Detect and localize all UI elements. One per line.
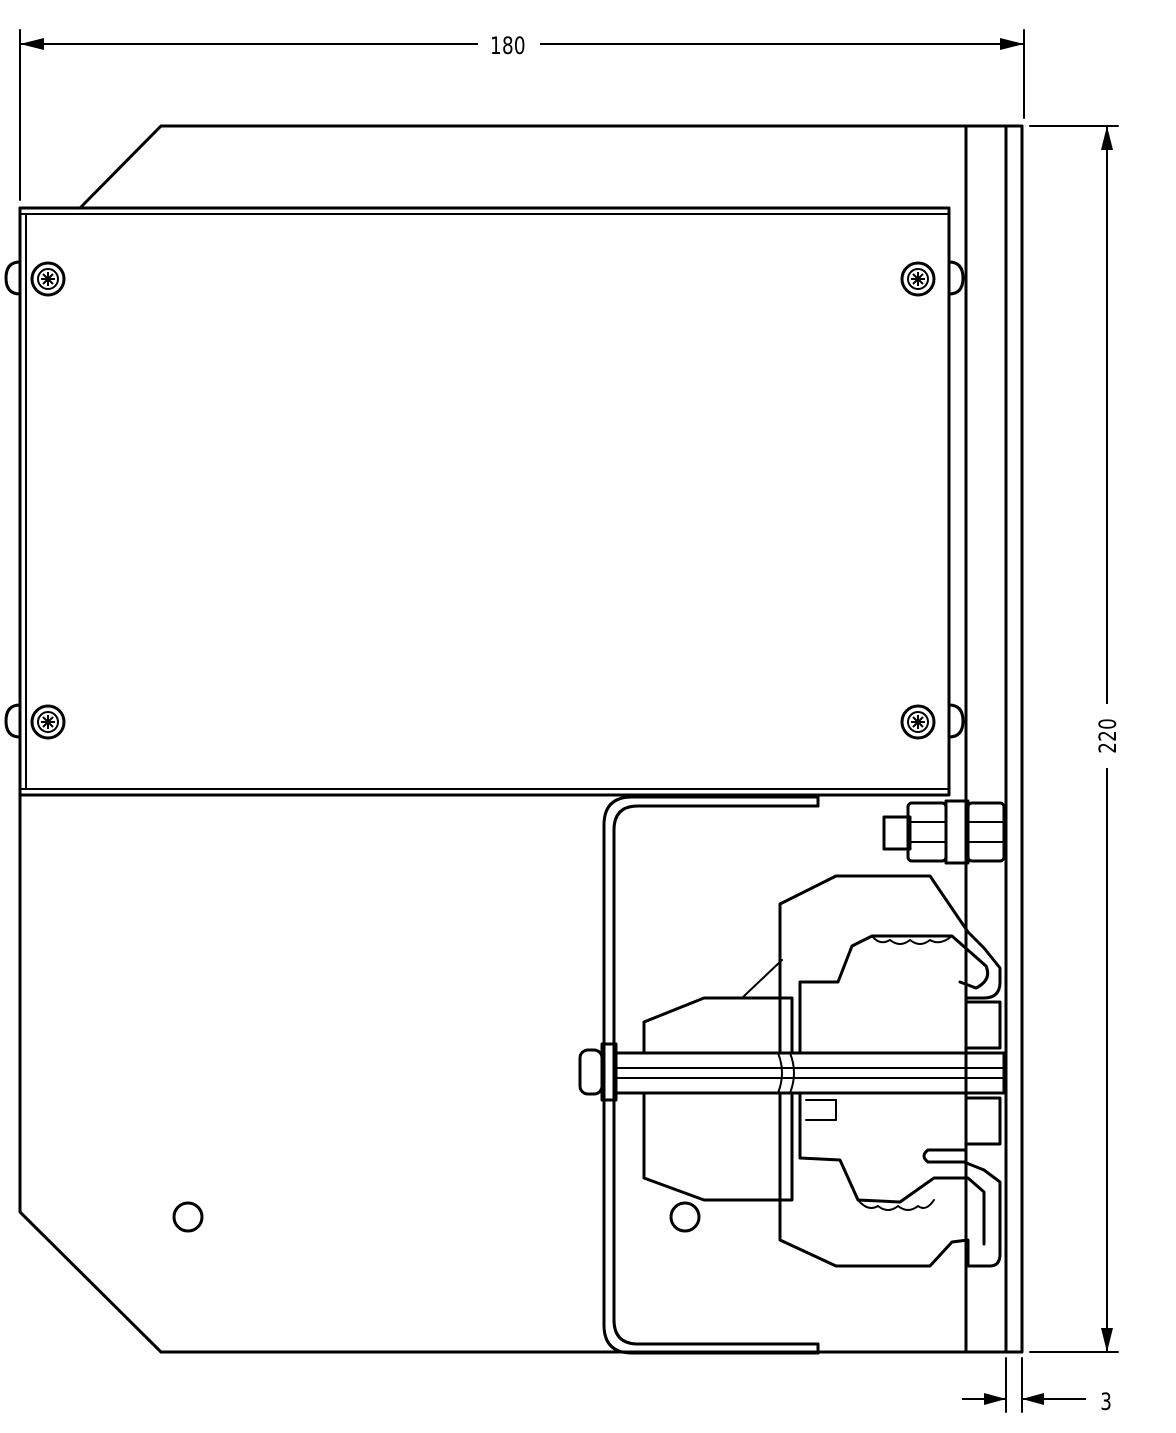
- height-dimension: 220: [1029, 125, 1123, 1353]
- earth-stud: [882, 799, 1006, 865]
- width-dimension: 180: [19, 29, 1025, 201]
- thickness-dimension: 3: [962, 1357, 1112, 1417]
- screw-icon: [900, 704, 936, 740]
- cover-bolt-stubs: [4, 260, 965, 739]
- mounting-hole: [172, 1201, 204, 1233]
- housing-side-plate: [18, 124, 968, 1354]
- through-bolt: [578, 1042, 1006, 1102]
- mounting-plate: [964, 124, 1024, 1354]
- terminal-block-left: [642, 959, 794, 1202]
- width-label: 180: [490, 33, 526, 61]
- din-rail-clamp: [778, 874, 1002, 1268]
- mounting-hole: [669, 1201, 701, 1233]
- height-label: 220: [1095, 718, 1123, 754]
- u-bracket: [602, 795, 820, 1355]
- screw-icon: [30, 704, 66, 740]
- cover-panel: [18, 206, 951, 797]
- screw-icon: [900, 261, 936, 297]
- screw-icon: [30, 261, 66, 297]
- thickness-label: 3: [1100, 1389, 1112, 1417]
